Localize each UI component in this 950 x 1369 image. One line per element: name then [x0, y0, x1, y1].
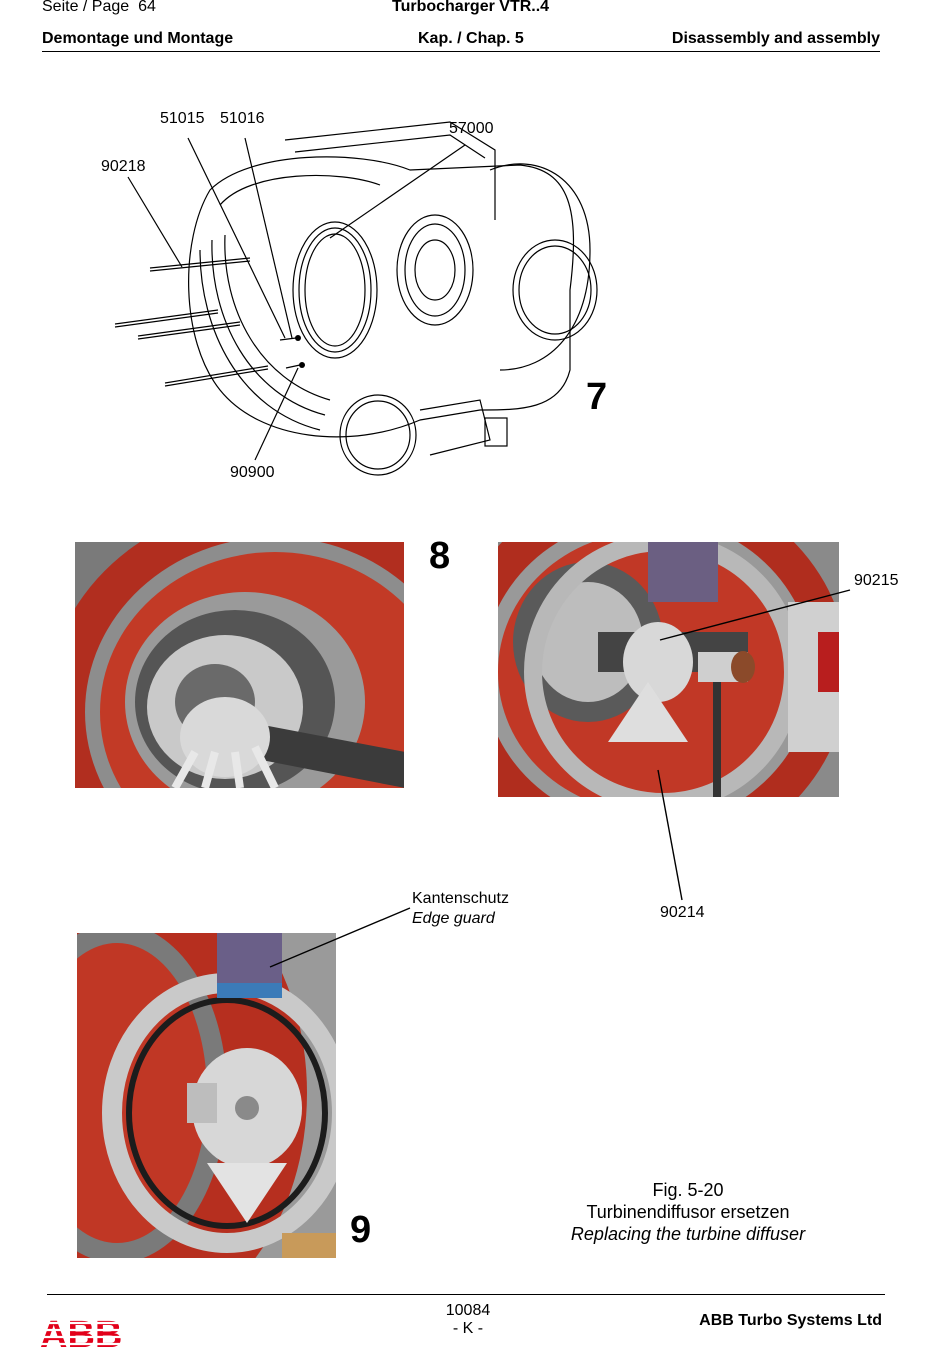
caption-en: Replacing the turbine diffuser	[570, 1224, 806, 1244]
step-number-8: 8	[429, 535, 451, 577]
turbocharger-exploded-drawing	[114, 121, 598, 476]
footer-rule	[47, 1294, 885, 1295]
section-title-en: Disassembly and assembly	[671, 30, 880, 47]
caption-de: Turbinendiffusor ersetzen	[586, 1202, 790, 1222]
step-number-7: 7	[586, 376, 608, 418]
page-label-text: Seite / Page	[42, 0, 130, 15]
document-revision: - K -	[452, 1320, 484, 1337]
photo-step-9	[77, 933, 336, 1258]
abb-logo-mark: ABB	[40, 1314, 122, 1356]
section-title-de: Demontage und Montage	[42, 30, 234, 47]
label-90214: 90214	[660, 904, 705, 921]
document-title: Turbocharger VTR..4	[392, 0, 550, 15]
page-label: Seite / Page 64	[42, 0, 156, 16]
company-name: ABB Turbo Systems Ltd	[699, 1312, 882, 1329]
label-90218: 90218	[101, 158, 146, 175]
label-edge-guard-en: Edge guard	[412, 910, 495, 927]
header-rule	[42, 51, 880, 52]
abb-logo-text: ABB	[40, 1314, 122, 1354]
document-number: 10084	[445, 1302, 491, 1319]
figure-number: Fig. 5-20	[652, 1180, 724, 1200]
photo-step-8	[75, 542, 404, 788]
label-51015: 51015	[160, 110, 205, 127]
label-51016: 51016	[220, 110, 265, 127]
label-edge-guard-de: Kantenschutz	[412, 890, 509, 907]
photo-diffuser-lift	[498, 542, 839, 797]
page-number: 64	[138, 0, 156, 15]
step-number-9: 9	[350, 1209, 372, 1251]
label-90900: 90900	[230, 464, 275, 481]
label-57000: 57000	[449, 120, 494, 137]
chapter-label: Kap. / Chap. 5	[418, 30, 524, 47]
abb-logo: ABB	[40, 1314, 122, 1359]
label-90215: 90215	[854, 572, 899, 589]
